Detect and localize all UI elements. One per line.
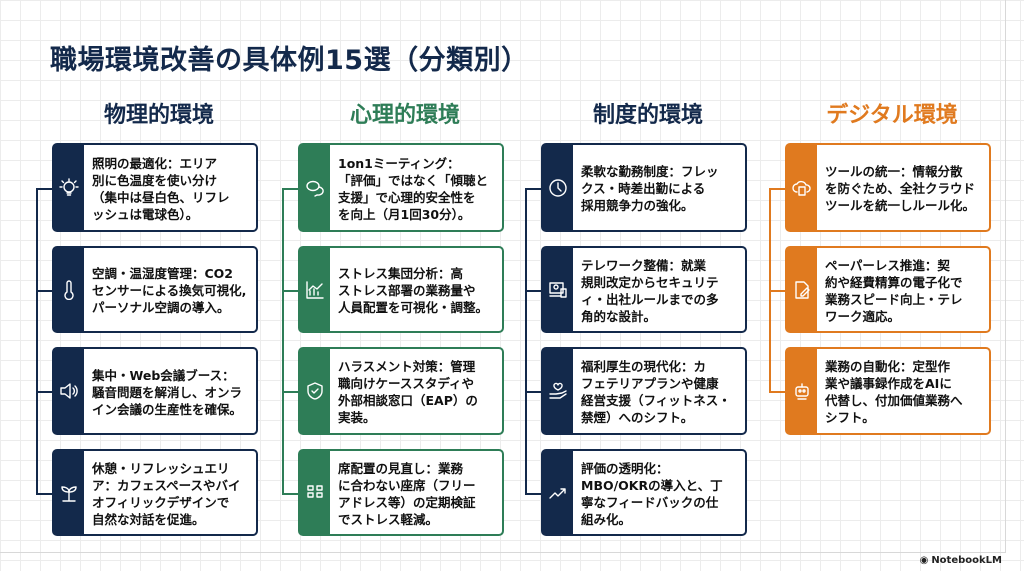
- robot-icon: [792, 381, 812, 401]
- connector-line: [36, 187, 38, 493]
- item-text: 柔軟な勤務制度：フレッ クス・時差出勤による 採用競争力の強化。: [581, 164, 719, 213]
- chat-bubbles-icon: [305, 178, 325, 198]
- icon-strip: [543, 145, 573, 230]
- connector-stub: [769, 391, 787, 393]
- column-heading: 心理的環境: [349, 103, 460, 128]
- connector-line: [282, 187, 284, 493]
- connector-line: [769, 187, 771, 391]
- item-card: 休憩・リフレッシュエリ ア：カフェスペースやバイ オフィリックデザインで 自然な…: [36, 449, 258, 536]
- icon-strip: [300, 248, 330, 331]
- thermometer-icon: [59, 279, 79, 300]
- icon-strip: [543, 248, 573, 331]
- icon-strip: [54, 349, 84, 433]
- item-text: ツールの統一：情報分散 を防ぐため、全社クラウド ツールを統一しルール化。: [825, 164, 976, 213]
- column-4: デジタル環境ツールの統一：情報分散 を防ぐため、全社クラウド ツールを統一しルー…: [769, 98, 995, 435]
- item-card: 空調・温湿度管理：CO2 センサーによる換気可視化, パーソナル空調の導入。: [36, 246, 258, 333]
- sprout-icon: [59, 483, 79, 503]
- heart-hand-icon: [548, 381, 568, 401]
- item-card: ツールの統一：情報分散 を防ぐため、全社クラウド ツールを統一しルール化。: [769, 143, 991, 232]
- trend-up-icon: [548, 483, 568, 503]
- page-title: 職場環境改善の具体例15選（分類別）: [50, 45, 529, 76]
- icon-strip: [300, 145, 330, 230]
- item-text: 福利厚生の現代化：カ フェテリアプランや健康 経営支援（フィットネス・ 禁煙）へ…: [581, 359, 731, 425]
- item-text: 空調・温湿度管理：CO2 センサーによる換気可視化, パーソナル空調の導入。: [92, 266, 247, 315]
- telework-icon: [548, 280, 568, 300]
- shield-check-icon: [305, 381, 325, 401]
- connector-stub: [36, 289, 54, 292]
- icon-strip: [54, 451, 84, 534]
- chart-icon: [305, 280, 325, 300]
- item-card: 1on1ミーティング： 「評価」ではなく「傾聴と 支援」で心理的安全性を を向上…: [282, 143, 504, 232]
- connector-stub: [769, 289, 787, 292]
- item-card: テレワーク整備：就業 規則改定からセキュリテ ィ・出社ルールまでの多 角的な設計…: [525, 246, 747, 333]
- connector-stub: [769, 187, 787, 190]
- cloud-icon: [792, 178, 812, 198]
- column-heading: デジタル環境: [826, 103, 958, 128]
- item-card: ペーパーレス推進：契 約や経費精算の電子化で 業務スピード向上・テレ ワーク適応…: [769, 246, 991, 333]
- icon-strip: [787, 145, 817, 230]
- column-1: 物理的環境照明の最適化：エリア 別に色温度を使い分け （集中は昼白色、リフレ ッ…: [36, 98, 262, 536]
- icon-strip: [787, 248, 817, 331]
- logo-icon: ◉: [919, 555, 929, 566]
- item-text: 業務の自動化：定型作 業や議事録作成をAIに 代替し、付加価値業務へ シフト。: [825, 359, 963, 425]
- item-text: ハラスメント対策：管理 職向けケーススタディや 外部相談窓口（EAP）の 実装。: [338, 359, 478, 425]
- connector-stub: [525, 289, 543, 292]
- item-text: 照明の最適化：エリア 別に色温度を使い分け （集中は昼白色、リフレ ッシュは電球…: [92, 155, 230, 222]
- item-card: ストレス集団分析：高 ストレス部署の業務量や 人員配置を可視化・調整。: [282, 246, 504, 333]
- connector-stub: [282, 492, 300, 495]
- connector-stub: [36, 391, 54, 393]
- item-text: 1on1ミーティング： 「評価」ではなく「傾聴と 支援」で心理的安全性を を向上…: [338, 155, 489, 222]
- seating-icon: [305, 483, 325, 503]
- connector-line: [525, 187, 527, 493]
- item-card: 席配置の見直し：業務 に合わない座席（フリー アドレス等）の定期検証 でストレス…: [282, 449, 504, 536]
- column-heading: 制度的環境: [592, 103, 703, 128]
- item-card: 照明の最適化：エリア 別に色温度を使い分け （集中は昼白色、リフレ ッシュは電球…: [36, 143, 258, 232]
- item-text: ストレス集団分析：高 ストレス部署の業務量や 人員配置を可視化・調整。: [338, 266, 489, 315]
- item-card: 集中・Web会議ブース： 騒音問題を解消し、オンラ イン会議の生産性を確保。: [36, 347, 258, 435]
- slide-frame: [0, 0, 1006, 553]
- logo-text: NotebookLM: [931, 555, 1002, 566]
- item-card: ハラスメント対策：管理 職向けケーススタディや 外部相談窓口（EAP）の 実装。: [282, 347, 504, 435]
- notebooklm-logo: ◉NotebookLM: [920, 555, 1002, 566]
- item-text: 席配置の見直し：業務 に合わない座席（フリー アドレス等）の定期検証 でストレス…: [338, 460, 476, 527]
- document-edit-icon: [792, 280, 812, 300]
- icon-strip: [787, 349, 817, 433]
- icon-strip: [300, 451, 330, 534]
- item-text: 評価の透明化： MBO/OKRの導入と、丁 寧なフィードバックの仕 組み化。: [581, 460, 723, 527]
- column-3: 制度的環境柔軟な勤務制度：フレッ クス・時差出勤による 採用競争力の強化。テレワ…: [525, 98, 751, 536]
- column-2: 心理的環境 1on1ミーティング： 「評価」ではなく「傾聴と 支援」で心理的安全性…: [282, 98, 508, 536]
- connector-stub: [525, 187, 543, 190]
- connector-stub: [282, 391, 300, 393]
- column-heading: 物理的環境: [103, 103, 214, 128]
- item-text: 集中・Web会議ブース： 騒音問題を解消し、オンラ イン会議の生産性を確保。: [92, 367, 243, 417]
- icon-strip: [300, 349, 330, 433]
- icon-strip: [543, 451, 573, 534]
- clock-icon: [548, 178, 568, 198]
- connector-stub: [282, 187, 300, 190]
- item-card: 評価の透明化： MBO/OKRの導入と、丁 寧なフィードバックの仕 組み化。: [525, 449, 747, 536]
- lightbulb-icon: [59, 177, 79, 198]
- item-text: 休憩・リフレッシュエリ ア：カフェスペースやバイ オフィリックデザインで 自然な…: [92, 460, 241, 527]
- item-card: 柔軟な勤務制度：フレッ クス・時差出勤による 採用競争力の強化。: [525, 143, 747, 232]
- icon-strip: [54, 145, 84, 230]
- icon-strip: [54, 248, 84, 331]
- item-card: 業務の自動化：定型作 業や議事録作成をAIに 代替し、付加価値業務へ シフト。: [769, 347, 991, 435]
- item-text: ペーパーレス推進：契 約や経費精算の電子化で 業務スピード向上・テレ ワーク適応…: [825, 257, 963, 324]
- item-card: 福利厚生の現代化：カ フェテリアプランや健康 経営支援（フィットネス・ 禁煙）へ…: [525, 347, 747, 435]
- connector-stub: [36, 187, 54, 190]
- connector-stub: [36, 492, 54, 495]
- icon-strip: [543, 349, 573, 433]
- connector-stub: [525, 492, 543, 495]
- item-text: テレワーク整備：就業 規則改定からセキュリテ ィ・出社ルールまでの多 角的な設計…: [581, 257, 719, 324]
- connector-stub: [525, 391, 543, 393]
- speaker-icon: [59, 381, 79, 401]
- connector-stub: [282, 289, 300, 292]
